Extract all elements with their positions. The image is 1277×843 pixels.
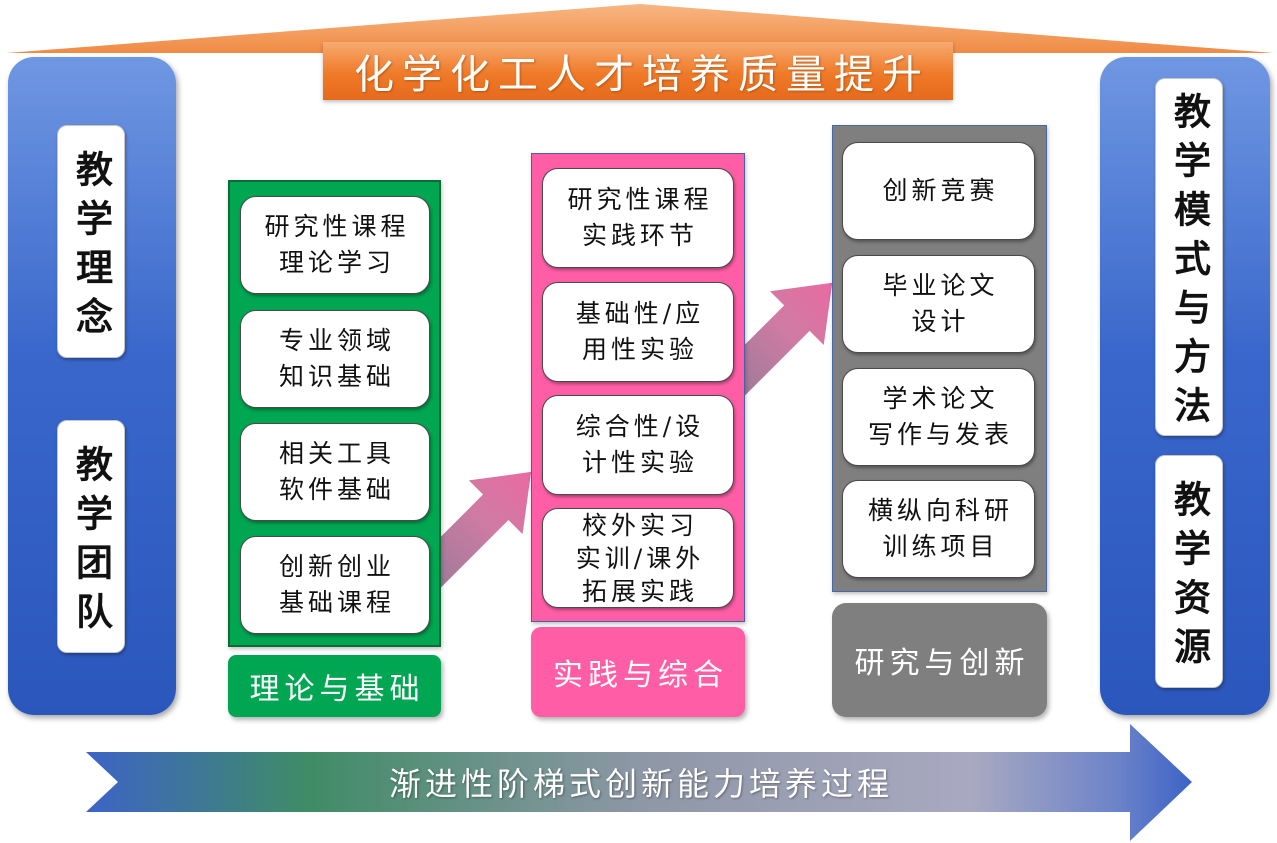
right-pillar: 教学模式与方法 教学资源 bbox=[1100, 57, 1270, 715]
roof-shape bbox=[6, 4, 1274, 53]
practice-item-text: 校外实习 实训/课外 拓展实践 bbox=[575, 510, 705, 606]
teaching-mode-method-text: 教学模式与方法 bbox=[1167, 91, 1212, 435]
research-item: 学术论文 写作与发表 bbox=[842, 368, 1035, 466]
theory-item-text: 专业领域 知识基础 bbox=[278, 326, 395, 391]
practice-item: 研究性课程 实践环节 bbox=[542, 168, 734, 268]
teaching-mode-method-box: 教学模式与方法 bbox=[1155, 78, 1223, 436]
theory-item-text: 创新创业 基础课程 bbox=[278, 552, 395, 617]
theory-item: 专业领域 知识基础 bbox=[240, 310, 430, 408]
practice-item-text: 研究性课程 实践环节 bbox=[567, 185, 713, 250]
research-item-text: 创新竞赛 bbox=[882, 176, 999, 205]
research-innovation-label: 研究与创新 bbox=[832, 603, 1047, 717]
theory-foundation-label-text: 理论与基础 bbox=[249, 672, 425, 707]
teaching-philosophy-text: 教学理念 bbox=[69, 149, 114, 346]
research-item-text: 学术论文 写作与发表 bbox=[867, 384, 1013, 449]
theory-item: 创新创业 基础课程 bbox=[240, 536, 430, 634]
title-banner: 化学化工人才培养质量提升 bbox=[323, 42, 953, 100]
practice-integration-column: 研究性课程 实践环节 基础性/应 用性实验 综合性/设 计性实验 校外实习 实训… bbox=[531, 153, 745, 622]
research-item: 创新竞赛 bbox=[842, 142, 1035, 240]
progress-arrow-label: 渐进性阶梯式创新能力培养过程 bbox=[88, 752, 1190, 812]
theory-item: 相关工具 软件基础 bbox=[240, 423, 430, 521]
research-innovation-label-text: 研究与创新 bbox=[854, 646, 1030, 681]
practice-item-text: 基础性/应 用性实验 bbox=[575, 299, 705, 364]
theory-item: 研究性课程 理论学习 bbox=[240, 196, 430, 294]
research-item-text: 毕业论文 设计 bbox=[882, 271, 999, 336]
theory-foundation-label: 理论与基础 bbox=[228, 655, 441, 717]
progress-arrow-text: 渐进性阶梯式创新能力培养过程 bbox=[388, 765, 893, 803]
research-item-text: 横纵向科研 训练项目 bbox=[867, 496, 1013, 561]
research-innovation-column: 创新竞赛 毕业论文 设计 学术论文 写作与发表 横纵向科研 训练项目 bbox=[832, 125, 1047, 592]
teaching-team-text: 教学团队 bbox=[69, 444, 114, 641]
theory-item-text: 相关工具 软件基础 bbox=[278, 439, 395, 504]
research-item: 横纵向科研 训练项目 bbox=[842, 480, 1035, 578]
practice-integration-label-text: 实践与综合 bbox=[553, 658, 728, 693]
theory-foundation-column: 研究性课程 理论学习 专业领域 知识基础 相关工具 软件基础 创新创业 基础课程 bbox=[228, 180, 441, 647]
practice-item: 基础性/应 用性实验 bbox=[542, 282, 734, 382]
teaching-resources-box: 教学资源 bbox=[1155, 455, 1223, 688]
teaching-resources-text: 教学资源 bbox=[1167, 479, 1212, 676]
practice-item: 综合性/设 计性实验 bbox=[542, 395, 734, 495]
left-pillar: 教学理念 教学团队 bbox=[8, 57, 176, 715]
research-item: 毕业论文 设计 bbox=[842, 255, 1035, 353]
practice-integration-label: 实践与综合 bbox=[531, 627, 745, 717]
theory-item-text: 研究性课程 理论学习 bbox=[264, 212, 410, 277]
connector-arrow-theory-to-practice bbox=[412, 471, 532, 591]
practice-item: 校外实习 实训/课外 拓展实践 bbox=[542, 508, 734, 608]
practice-item-text: 综合性/设 计性实验 bbox=[575, 412, 705, 477]
connector-arrow-practice-to-research bbox=[716, 282, 833, 399]
teaching-philosophy-box: 教学理念 bbox=[57, 125, 125, 358]
progress-arrow-shape bbox=[86, 724, 1192, 841]
title-text: 化学化工人才培养质量提升 bbox=[354, 52, 930, 98]
teaching-team-box: 教学团队 bbox=[57, 420, 125, 653]
